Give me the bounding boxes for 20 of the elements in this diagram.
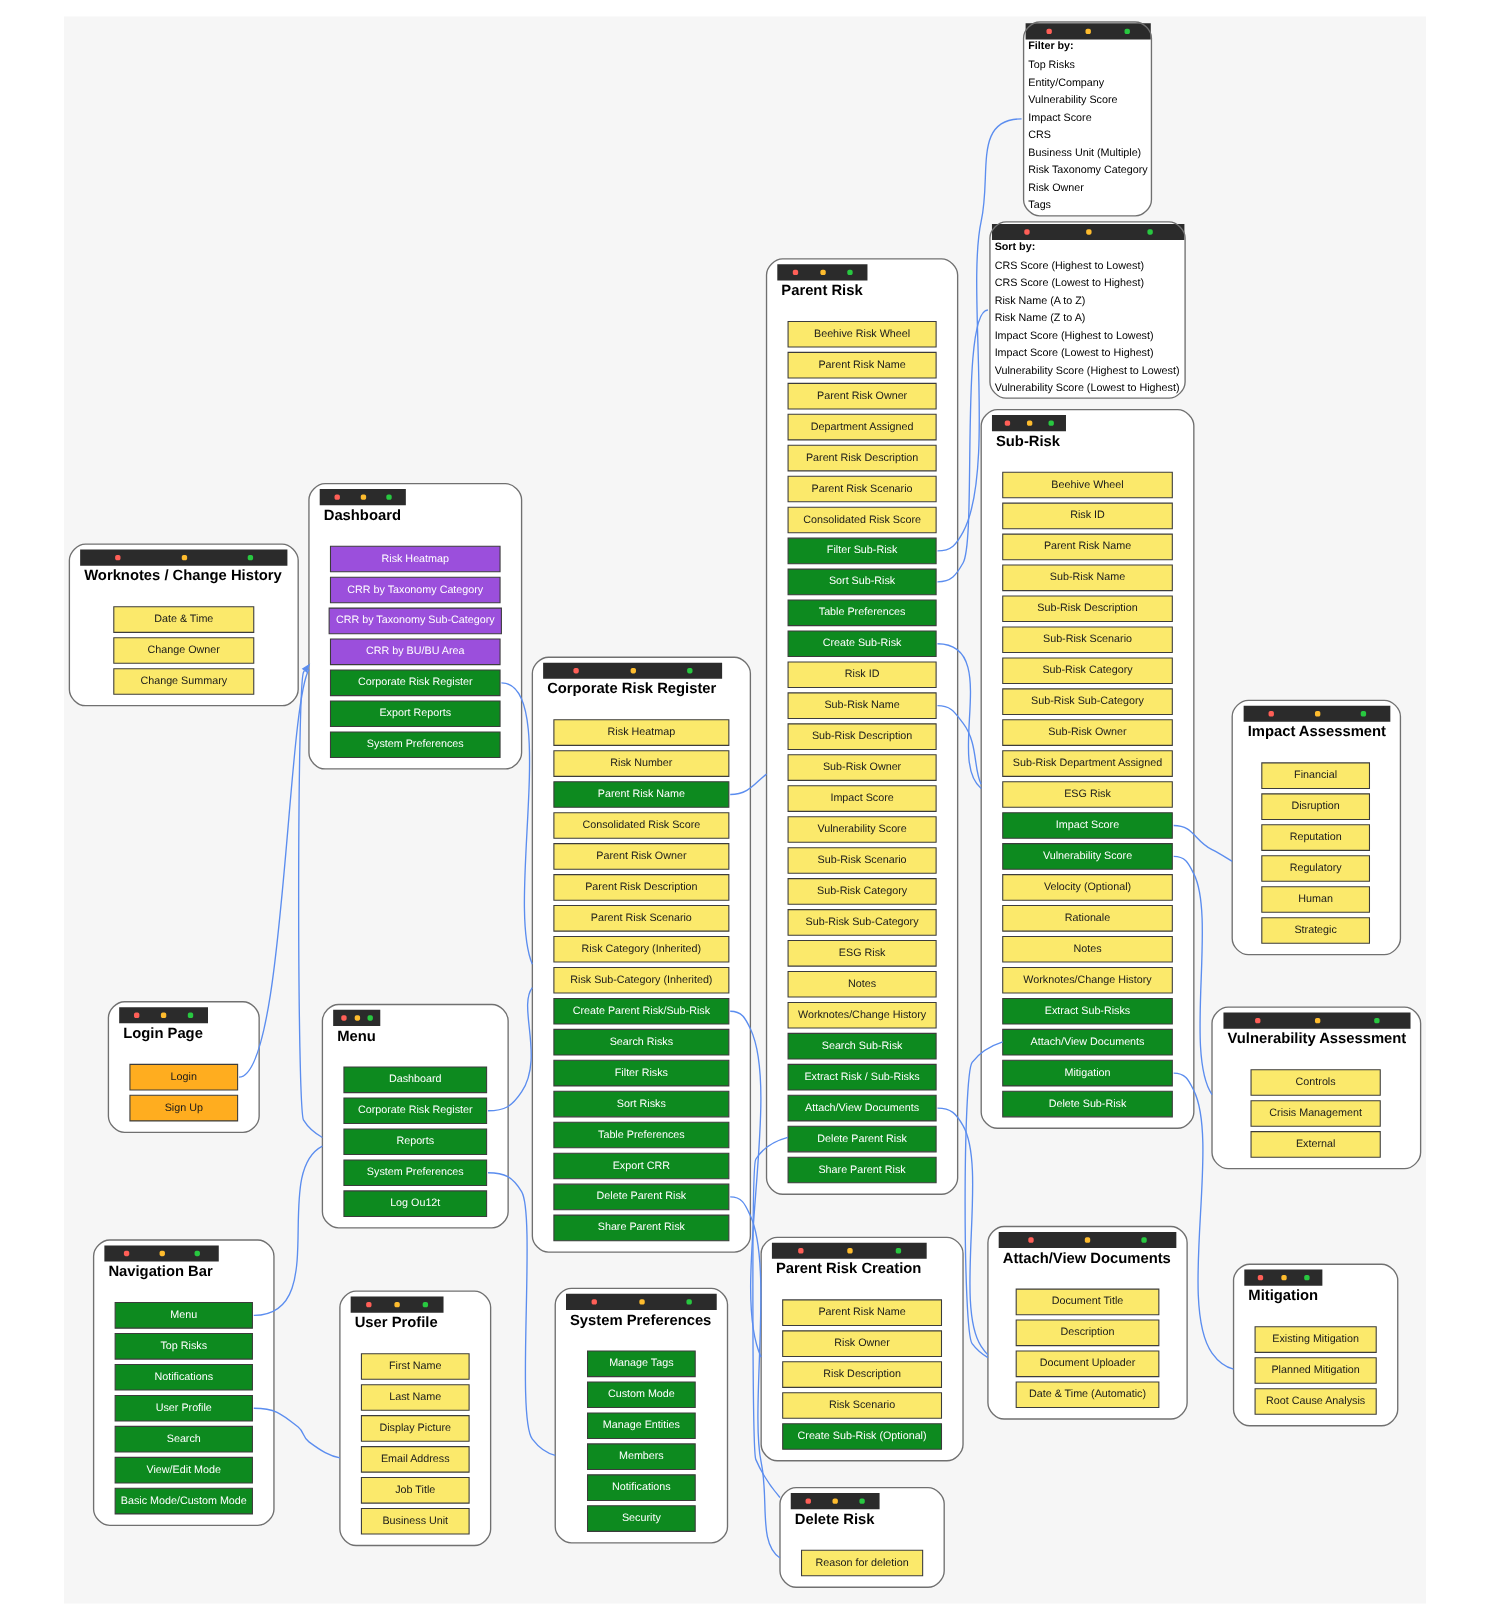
connector	[935, 118, 1022, 552]
connector	[728, 1196, 780, 1559]
connector	[728, 773, 767, 796]
connector	[751, 1136, 788, 1499]
connector	[1171, 855, 1212, 1096]
connector	[1171, 1072, 1234, 1370]
arrow	[297, 663, 323, 1139]
connector	[935, 1107, 988, 1356]
connector	[486, 1172, 555, 1457]
connector	[252, 1145, 323, 1317]
connector	[963, 1041, 1003, 1359]
connector	[486, 986, 533, 1112]
connector	[499, 682, 533, 966]
connector	[1171, 824, 1232, 862]
connector	[935, 705, 981, 785]
connector	[252, 1407, 340, 1459]
connector	[935, 309, 988, 583]
connector	[728, 1010, 761, 1358]
connector	[935, 643, 981, 790]
connector	[237, 668, 309, 1078]
